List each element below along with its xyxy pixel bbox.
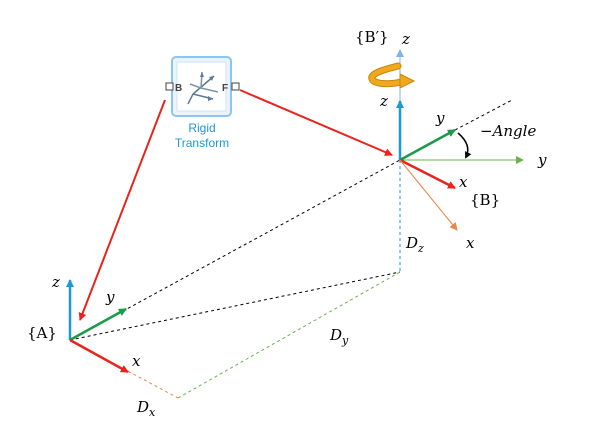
block-label-line2: Transform bbox=[175, 136, 229, 150]
connector-arrow-to-frame-a bbox=[78, 99, 166, 321]
frame-b-x-label: x bbox=[459, 173, 468, 191]
rigid-transform-block[interactable]: B F bbox=[165, 56, 240, 117]
angle-label: −Angle bbox=[480, 122, 536, 140]
dz-label: Dz bbox=[405, 234, 424, 255]
frame-a-y-axis bbox=[69, 307, 127, 342]
port-label-b: B bbox=[175, 83, 182, 94]
frame-b-prime-label: {B′} bbox=[355, 28, 389, 46]
frame-b-z-label: z bbox=[379, 92, 388, 110]
connector-arrow-to-frame-b bbox=[239, 89, 393, 156]
dashed-line-dy bbox=[177, 271, 401, 399]
input-port-b[interactable] bbox=[165, 82, 174, 91]
frame-b-prime-x-axis bbox=[399, 159, 458, 231]
angle-arc bbox=[457, 132, 472, 159]
rotation-arrow-icon bbox=[368, 62, 416, 89]
frame-a-x-label: x bbox=[132, 352, 141, 370]
dz-subscript: z bbox=[417, 242, 424, 255]
frame-b-prime-y-label: y bbox=[537, 151, 547, 169]
dy-label: Dy bbox=[329, 326, 349, 347]
frame-a-label: {A} bbox=[27, 324, 57, 342]
frame-b-y-label: y bbox=[435, 109, 445, 127]
output-port-f[interactable] bbox=[231, 82, 240, 91]
dy-subscript: y bbox=[341, 334, 349, 347]
frame-a-x-axis bbox=[69, 338, 129, 374]
frame-b-y-axis bbox=[399, 128, 456, 162]
dashed-line-y-extension bbox=[454, 99, 513, 131]
frame-b-label: {B} bbox=[470, 191, 500, 209]
frame-b-prime-x-label: x bbox=[466, 234, 475, 252]
frame-a-z-label: z bbox=[51, 273, 60, 291]
frame-b-x-axis bbox=[399, 158, 456, 190]
frame-b-prime-z-label: z bbox=[401, 30, 410, 48]
dashed-line-a-to-dz-base bbox=[69, 271, 401, 341]
block-label-line1: Rigid bbox=[188, 121, 215, 135]
frame-a-y-label: y bbox=[105, 288, 115, 306]
dx-subscript: x bbox=[149, 406, 156, 419]
dx-label: Dx bbox=[136, 398, 156, 419]
port-label-f: F bbox=[222, 83, 228, 94]
